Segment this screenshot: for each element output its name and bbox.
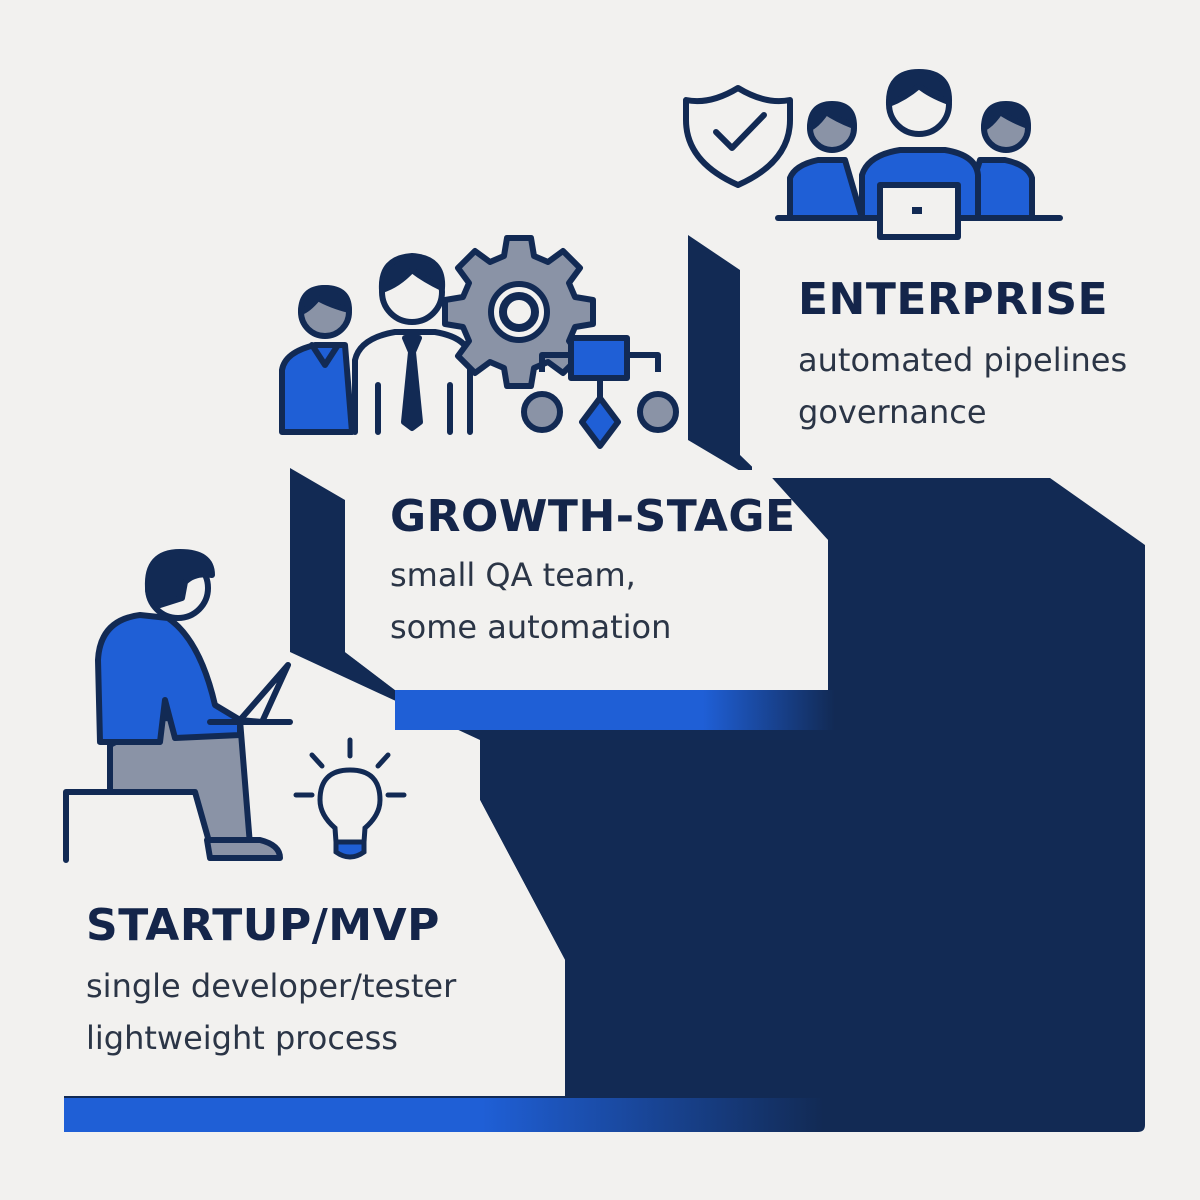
- gear-icon: [442, 235, 596, 389]
- stage-description-line: small QA team,: [390, 556, 636, 595]
- startup-step-face: [64, 665, 565, 1096]
- stage-title: STARTUP/MVP: [86, 900, 440, 951]
- stage-description-line: some automation: [390, 608, 672, 647]
- stage-description-line: lightweight process: [86, 1019, 398, 1058]
- developer-with-laptop-icon: [63, 549, 293, 863]
- enterprise-stage: ENTERPRISE automated pipelines governanc…: [798, 274, 1128, 438]
- workflow-icon: [521, 335, 679, 449]
- startup-stage: STARTUP/MVP single developer/tester ligh…: [86, 900, 457, 1064]
- growth-step-face: [345, 470, 828, 690]
- team-with-laptop-icon: [775, 69, 1063, 240]
- growth-step-bar: [395, 690, 835, 730]
- stage-title: GROWTH-STAGE: [390, 491, 796, 542]
- stage-description-line: automated pipelines: [798, 341, 1128, 380]
- staircase-shadow: [64, 235, 1145, 1132]
- startup-step-bar: [64, 1098, 824, 1132]
- enterprise-step-face: [752, 460, 1050, 478]
- growth-stage: GROWTH-STAGE small QA team, some automat…: [390, 491, 796, 653]
- stage-title: ENTERPRISE: [798, 274, 1109, 325]
- shield-check-icon: [683, 85, 793, 188]
- team-icon: [279, 253, 473, 435]
- stage-description-line: single developer/tester: [86, 967, 457, 1006]
- lightbulb-icon: [293, 737, 407, 860]
- stage-description-line: governance: [798, 393, 987, 432]
